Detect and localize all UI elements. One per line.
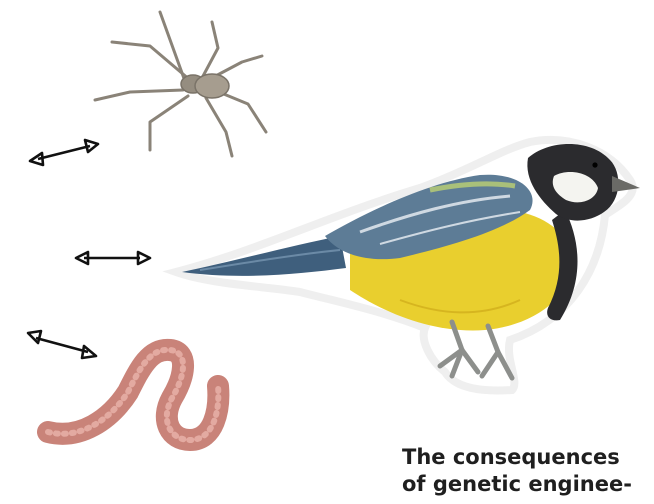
double-arrow-icon [30,140,98,165]
caption-line-1: The consequences [402,444,652,471]
caption-line-2: of genetic enginee- [402,471,652,498]
earthworm-illustration [48,350,218,440]
great-tit-bird-illustration [176,140,640,391]
caption: The consequences of genetic enginee- [402,444,652,498]
spider-illustration [95,12,266,156]
double-arrow-icon [28,331,96,358]
double-arrow-icon [76,252,150,264]
